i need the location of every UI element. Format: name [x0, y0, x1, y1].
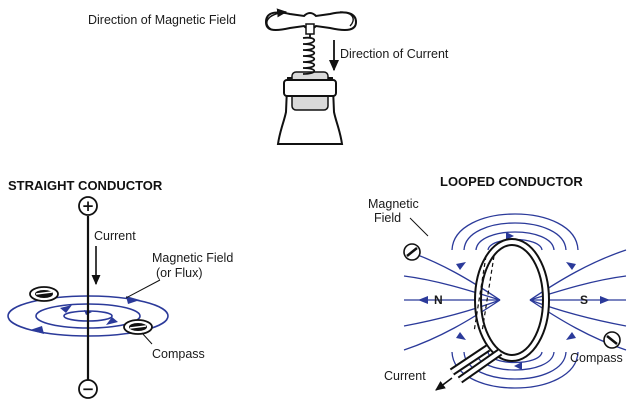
corkscrew-icon — [302, 30, 316, 75]
straight-field-label: Magnetic Field — [152, 251, 233, 265]
straight-current-label: Current — [94, 229, 136, 243]
north-pole-label: N — [434, 293, 443, 307]
arrow-icon — [566, 262, 576, 270]
arrow-icon — [126, 296, 140, 304]
arrow-icon — [566, 332, 576, 340]
magnetic-field-direction-label: Direction of Magnetic Field — [88, 13, 236, 27]
arrow-icon — [506, 232, 514, 240]
arrow-icon — [418, 296, 428, 304]
arrow-icon — [456, 262, 466, 270]
compass-icon — [603, 331, 621, 349]
loop-field-label: Field — [374, 211, 401, 225]
positive-terminal — [78, 196, 98, 216]
compass-label-leader — [141, 332, 153, 345]
straight-flux-label: (or Flux) — [156, 266, 203, 280]
loop-current-arrow — [435, 377, 453, 391]
corkscrew-handle — [264, 11, 358, 31]
compass-icon — [403, 243, 421, 261]
compass-icon — [29, 286, 59, 302]
straight-conductor-figure: + − — [7, 196, 169, 399]
field-label-leader — [125, 279, 161, 299]
minus-sign: − — [82, 380, 95, 398]
loop-compass-label: Compass — [570, 351, 623, 365]
south-pole-label: S — [580, 293, 588, 307]
loop-field-leader — [409, 217, 429, 237]
corkscrew-illustration — [264, 8, 358, 145]
looped-conductor-heading: LOOPED CONDUCTOR — [440, 174, 583, 189]
rotation-arrow — [265, 8, 288, 31]
loop-current-label: Current — [384, 369, 426, 383]
looped-conductor-figure — [403, 213, 627, 391]
arrow-icon — [30, 326, 44, 334]
compass-icon — [123, 319, 153, 335]
straight-conductor-heading: STRAIGHT CONDUCTOR — [8, 178, 163, 193]
current-direction-label: Direction of Current — [340, 47, 449, 61]
field-arrowheads — [30, 296, 140, 334]
plus-sign: + — [82, 197, 95, 215]
arrow-icon — [456, 332, 466, 340]
loop-field-arrowheads — [418, 232, 610, 370]
loop-conductor — [449, 238, 550, 384]
loop-magnetic-label: Magnetic — [368, 197, 419, 211]
arrow-icon — [60, 305, 72, 313]
straight-compass-label: Compass — [152, 347, 205, 361]
arrow-icon — [600, 296, 610, 304]
negative-terminal — [78, 379, 98, 399]
arrow-icon — [514, 362, 522, 370]
arrow-icon — [106, 317, 118, 325]
bottle-lip — [283, 79, 337, 97]
